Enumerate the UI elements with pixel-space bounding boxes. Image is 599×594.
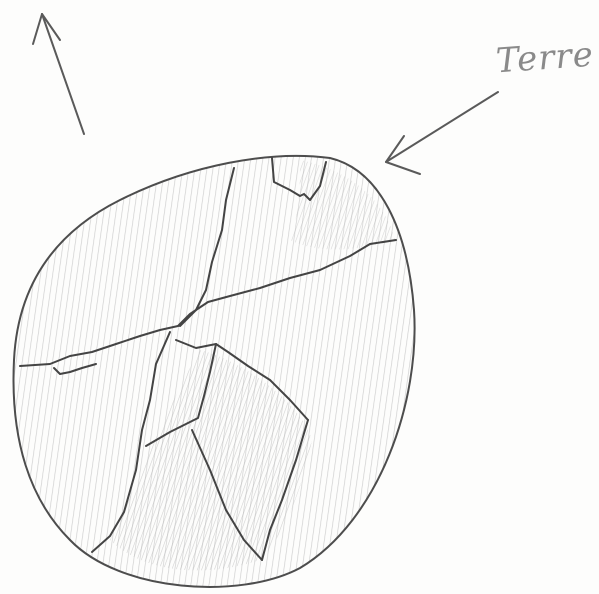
cracked-globe [13, 156, 414, 587]
pointer-arrow-icon [386, 92, 498, 174]
terre-label: Terre [495, 35, 595, 82]
up-arrow-icon [33, 14, 84, 134]
